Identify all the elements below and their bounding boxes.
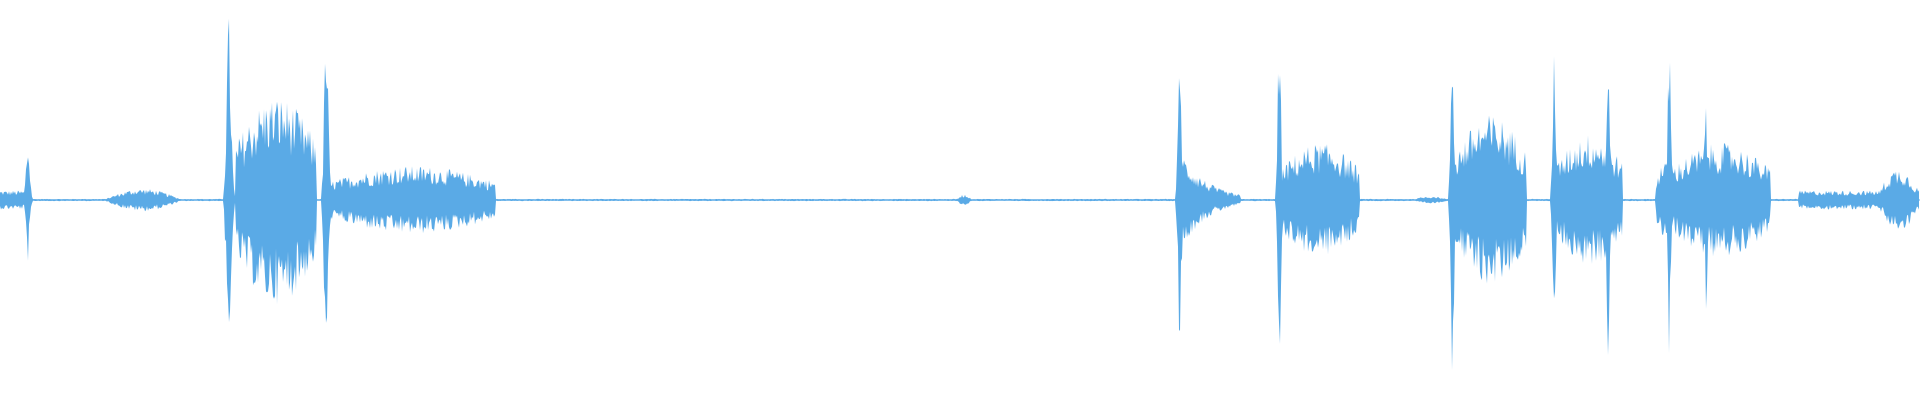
waveform-signal	[0, 18, 1919, 371]
